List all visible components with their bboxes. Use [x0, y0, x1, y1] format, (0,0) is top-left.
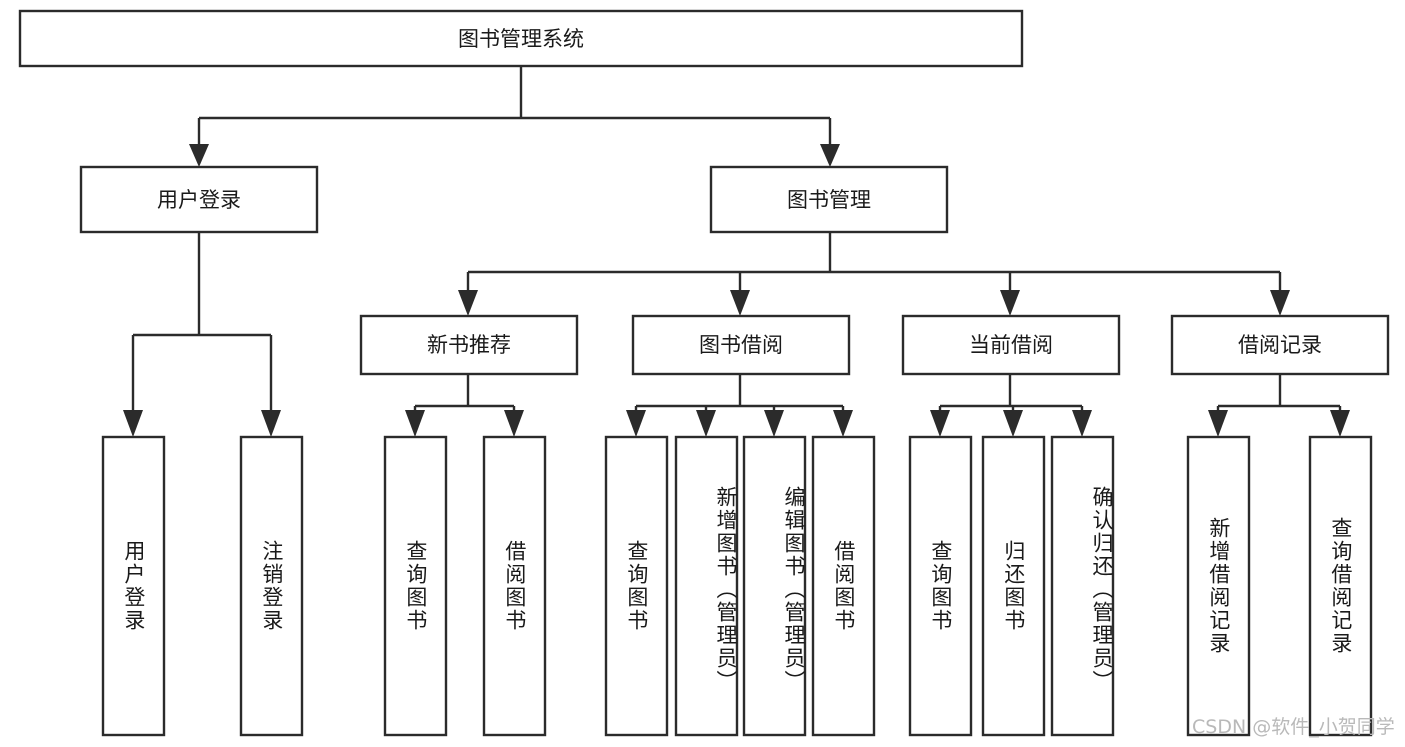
- node-current-borrow[interactable]: 当前借阅: [901, 314, 1121, 376]
- leaf-box-layer[interactable]: [101, 435, 1373, 737]
- arrow-head-newbook-leaf-2: [504, 410, 524, 437]
- node-current-borrow-box[interactable]: [901, 314, 1121, 376]
- arrow-head-record-leaf-2: [1330, 410, 1350, 437]
- leaf-box-query-record[interactable]: [1308, 435, 1373, 737]
- node-user-login-label: 用户登录: [157, 188, 241, 212]
- arrow-head-borrow-leaf-1: [626, 410, 646, 437]
- node-book-borrow-label: 图书借阅: [699, 333, 783, 357]
- arrow-head-borrow-record: [1270, 290, 1290, 316]
- leaf-box-add-record[interactable]: [1186, 435, 1251, 737]
- node-root-label: 图书管理系统: [458, 27, 584, 51]
- arrow-head-current-leaf-1: [930, 410, 950, 437]
- arrow-head-book-mgmt: [820, 144, 840, 167]
- leaf-box-add-book[interactable]: [674, 435, 739, 737]
- csdn-watermark: CSDN @软件_小贺同学: [1192, 716, 1395, 738]
- node-new-book-recommend-label: 新书推荐: [427, 333, 511, 357]
- node-book-borrow[interactable]: 图书借阅: [631, 314, 851, 376]
- node-new-book-recommend[interactable]: 新书推荐: [359, 314, 579, 376]
- node-book-management[interactable]: 图书管理: [709, 165, 949, 234]
- node-book-management-label: 图书管理: [787, 188, 871, 212]
- arrow-head-leaf-logout: [261, 410, 281, 437]
- node-borrow-record[interactable]: 借阅记录: [1170, 314, 1390, 376]
- arrow-head-current-leaf-2: [1003, 410, 1023, 437]
- node-book-borrow-box[interactable]: [631, 314, 851, 376]
- node-user-login-box[interactable]: [79, 165, 319, 234]
- node-user-login[interactable]: 用户登录: [79, 165, 319, 234]
- leaf-box-logout[interactable]: [239, 435, 304, 737]
- node-root[interactable]: 图书管理系统: [18, 9, 1024, 68]
- leaf-box-edit-book[interactable]: [742, 435, 807, 737]
- node-new-book-recommend-box[interactable]: [359, 314, 579, 376]
- arrow-head-borrow-leaf-3: [764, 410, 784, 437]
- arrow-head-book-borrow: [730, 290, 750, 316]
- node-current-borrow-label: 当前借阅: [969, 333, 1053, 357]
- leaf-box-confirm-return[interactable]: [1050, 435, 1115, 737]
- node-borrow-record-label: 借阅记录: [1238, 333, 1322, 357]
- arrow-head-user-login: [189, 144, 209, 167]
- arrow-head-borrow-leaf-2: [696, 410, 716, 437]
- leaf-box-return-book[interactable]: [981, 435, 1046, 737]
- arrow-head-record-leaf-1: [1208, 410, 1228, 437]
- leaf-box-user-login[interactable]: [101, 435, 166, 737]
- arrow-head-current-leaf-3: [1072, 410, 1092, 437]
- leaf-box-borrow-book-2[interactable]: [811, 435, 876, 737]
- arrow-head-borrow-leaf-4: [833, 410, 853, 437]
- arrow-head-new-book-rec: [458, 290, 478, 316]
- node-root-box[interactable]: [18, 9, 1024, 68]
- connector-layer: [123, 66, 1350, 437]
- node-book-management-box[interactable]: [709, 165, 949, 234]
- leaf-box-query-book-3[interactable]: [908, 435, 973, 737]
- leaf-box-query-book-2[interactable]: [604, 435, 669, 737]
- arrow-head-current-borrow: [1000, 290, 1020, 316]
- leaf-box-borrow-book-1[interactable]: [482, 435, 547, 737]
- arrow-head-newbook-leaf-1: [405, 410, 425, 437]
- leaf-box-query-book-1[interactable]: [383, 435, 448, 737]
- node-borrow-record-box[interactable]: [1170, 314, 1390, 376]
- arrow-head-leaf-user-login: [123, 410, 143, 437]
